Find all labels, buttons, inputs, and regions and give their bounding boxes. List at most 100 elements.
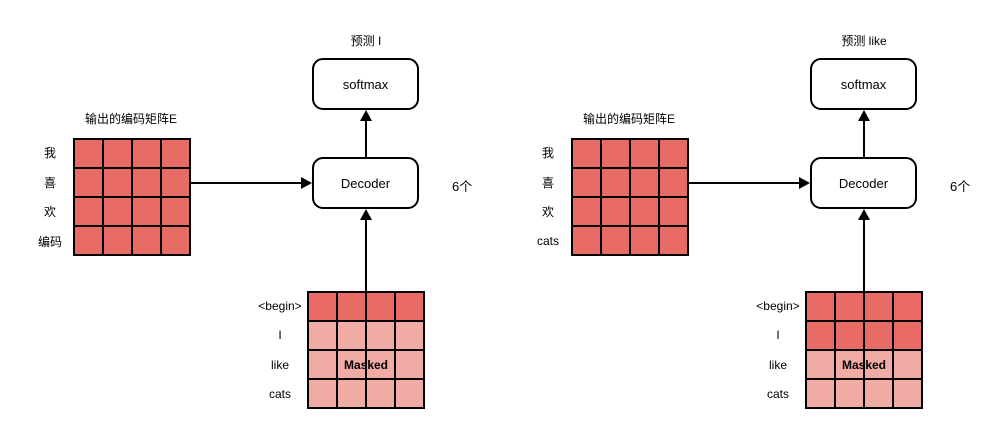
matrix-cell bbox=[162, 198, 189, 225]
matrix-cell bbox=[631, 198, 658, 225]
matrix-cell bbox=[865, 351, 892, 378]
input-row-label: <begin> bbox=[258, 298, 302, 313]
encoder-row-label: 欢 bbox=[541, 205, 554, 220]
decoder-input-matrix bbox=[805, 291, 923, 409]
encoder-row-label: 我 bbox=[541, 146, 554, 161]
panel-title: 预测 I bbox=[350, 34, 382, 48]
softmax-label: softmax bbox=[840, 76, 887, 92]
matrix-cell bbox=[894, 380, 921, 407]
input-row-label: I bbox=[278, 328, 282, 343]
matrix-cell bbox=[865, 380, 892, 407]
decoder-label: Decoder bbox=[838, 175, 889, 191]
input-row-label: cats bbox=[268, 387, 291, 402]
input-row-label: <begin> bbox=[756, 298, 800, 313]
decode-step-panel-2: 预测 like softmax Decoder 6个 输出的编码矩阵E 我 喜 … bbox=[498, 0, 998, 441]
matrix-cell bbox=[631, 140, 658, 167]
matrix-cell bbox=[338, 351, 365, 378]
encoder-output-matrix bbox=[571, 138, 689, 256]
encoder-matrix-title: 输出的编码矩阵E bbox=[84, 112, 177, 126]
matrix-cell bbox=[309, 293, 336, 320]
matrix-cell bbox=[133, 169, 160, 196]
arrowhead-up-icon bbox=[858, 209, 870, 220]
arrow-decoder-to-softmax bbox=[365, 119, 367, 158]
matrix-cell bbox=[396, 293, 423, 320]
arrowhead-right-icon bbox=[301, 177, 312, 189]
matrix-cell bbox=[602, 140, 629, 167]
matrix-cell bbox=[133, 140, 160, 167]
matrix-cell bbox=[865, 322, 892, 349]
matrix-cell bbox=[602, 227, 629, 254]
matrix-cell bbox=[162, 227, 189, 254]
arrowhead-up-icon bbox=[858, 110, 870, 121]
arrowhead-up-icon bbox=[360, 110, 372, 121]
matrix-cell bbox=[807, 293, 834, 320]
matrix-cell bbox=[631, 169, 658, 196]
input-row-label: like bbox=[768, 357, 787, 372]
matrix-cell bbox=[836, 293, 863, 320]
decoder-box: Decoder bbox=[312, 157, 419, 209]
matrix-cell bbox=[894, 293, 921, 320]
softmax-box: softmax bbox=[312, 58, 419, 110]
matrix-cell bbox=[309, 322, 336, 349]
matrix-cell bbox=[573, 169, 600, 196]
input-row-label: I bbox=[776, 328, 780, 343]
matrix-cell bbox=[367, 322, 394, 349]
encoder-row-label: cats bbox=[536, 234, 559, 249]
matrix-cell bbox=[807, 322, 834, 349]
decode-step-panel-1: 预测 I softmax Decoder 6个 输出的编码矩阵E 我 喜 欢 编… bbox=[37, 34, 473, 409]
matrix-cell bbox=[338, 380, 365, 407]
encoder-row-label: 欢 bbox=[43, 205, 56, 220]
matrix-cell bbox=[367, 293, 394, 320]
matrix-cell bbox=[660, 227, 687, 254]
matrix-cell bbox=[104, 169, 131, 196]
matrix-cell bbox=[396, 351, 423, 378]
decoder-input-matrix bbox=[307, 291, 425, 409]
matrix-cell bbox=[573, 227, 600, 254]
matrix-cell bbox=[865, 293, 892, 320]
matrix-cell bbox=[396, 322, 423, 349]
matrix-cell bbox=[807, 380, 834, 407]
encoder-row-label: 喜 bbox=[43, 175, 56, 190]
decoder-count-label: 6个 bbox=[452, 179, 473, 194]
encoder-row-label: 编码 bbox=[37, 234, 62, 249]
decoder-count-label: 6个 bbox=[950, 179, 971, 194]
matrix-cell bbox=[309, 351, 336, 378]
matrix-cell bbox=[75, 140, 102, 167]
matrix-cell bbox=[836, 322, 863, 349]
encoder-row-label: 喜 bbox=[541, 175, 554, 190]
panel-title: 预测 like bbox=[841, 34, 887, 48]
matrix-cell bbox=[133, 227, 160, 254]
softmax-label: softmax bbox=[342, 76, 389, 92]
input-row-label: like bbox=[270, 357, 289, 372]
matrix-cell bbox=[836, 351, 863, 378]
matrix-cell bbox=[75, 198, 102, 225]
arrowhead-up-icon bbox=[360, 209, 372, 220]
input-row-label: cats bbox=[766, 387, 789, 402]
matrix-cell bbox=[309, 380, 336, 407]
matrix-cell bbox=[338, 293, 365, 320]
matrix-cell bbox=[104, 140, 131, 167]
matrix-cell bbox=[807, 351, 834, 378]
encoder-output-matrix bbox=[73, 138, 191, 256]
matrix-cell bbox=[573, 198, 600, 225]
matrix-cell bbox=[894, 322, 921, 349]
arrow-decoder-to-softmax bbox=[863, 119, 865, 158]
decoder-box: Decoder bbox=[810, 157, 917, 209]
decoder-label: Decoder bbox=[340, 175, 391, 191]
matrix-cell bbox=[104, 198, 131, 225]
matrix-cell bbox=[894, 351, 921, 378]
arrow-matrix-to-decoder bbox=[191, 182, 302, 184]
matrix-cell bbox=[338, 322, 365, 349]
matrix-cell bbox=[162, 140, 189, 167]
matrix-cell bbox=[660, 169, 687, 196]
matrix-cell bbox=[660, 140, 687, 167]
matrix-cell bbox=[660, 198, 687, 225]
matrix-cell bbox=[104, 227, 131, 254]
arrow-input-to-decoder bbox=[365, 219, 367, 291]
encoder-row-label: 我 bbox=[43, 146, 56, 161]
matrix-cell bbox=[631, 227, 658, 254]
matrix-cell bbox=[396, 380, 423, 407]
matrix-cell bbox=[133, 198, 160, 225]
matrix-cell bbox=[602, 169, 629, 196]
